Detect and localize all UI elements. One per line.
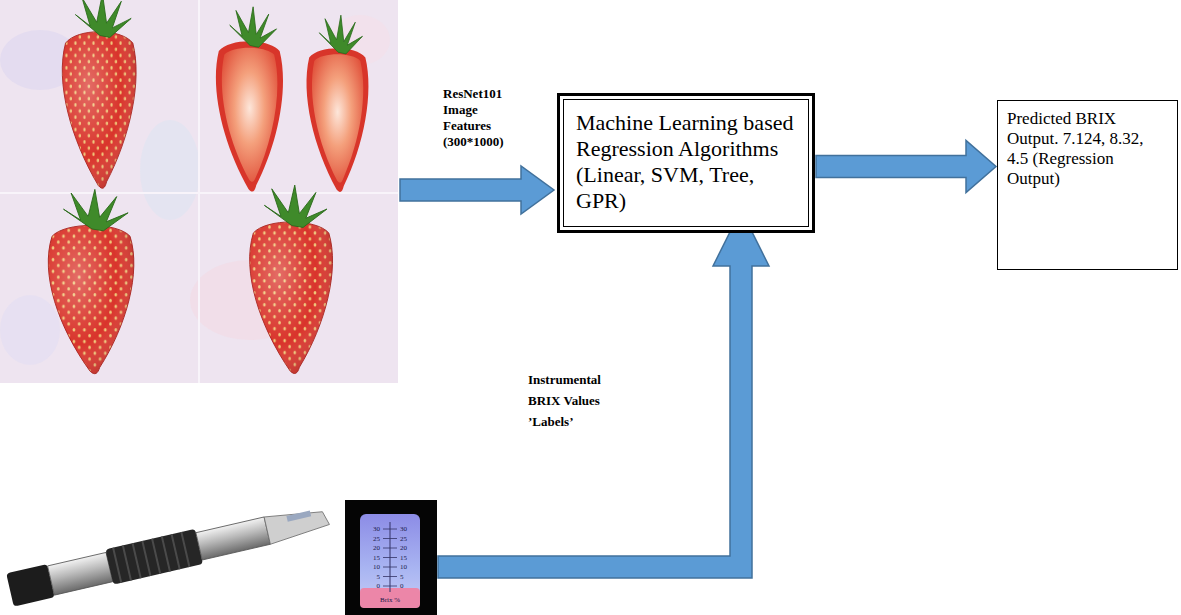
brix-scale-photo — [383, 548, 397, 549]
scale-number: 15 — [363, 554, 380, 562]
strawberry-photos — [250, 185, 333, 373]
arrow-label: Instrumental BRIX Values ’Labels’ — [528, 369, 628, 432]
label-arrow — [438, 210, 769, 578]
refractometer-photo — [105, 529, 203, 585]
strawberry-photos — [216, 7, 283, 192]
scale-number: 5 — [400, 573, 417, 581]
scale-number: 10 — [400, 563, 417, 571]
brix-scale-photo — [345, 500, 437, 615]
brix-scale-photo — [383, 576, 397, 577]
refractometer-photo — [6, 564, 55, 607]
strawberry-photos — [0, 295, 60, 365]
refractometer-photo — [6, 499, 332, 607]
node-text: Machine Learning based Regression Algori… — [576, 110, 798, 214]
scale-number: 20 — [363, 544, 380, 552]
scale-number: 0 — [400, 582, 417, 590]
strawberry-photos — [198, 0, 200, 383]
brix-scale-photo — [383, 557, 397, 558]
arrow-label: ResNet101 Image Features (300*1000) — [443, 86, 523, 150]
brix-scale-photo — [383, 538, 397, 539]
strawberry-photos — [307, 15, 369, 192]
scale-number: 25 — [400, 535, 417, 543]
strawberry-photos — [0, 0, 398, 383]
brix-scale-photo — [383, 529, 397, 530]
brix-scale-photo — [360, 514, 420, 608]
refractometer-photo — [196, 517, 271, 560]
output-box: Predicted BRIX Output. 7.124, 8.32, 4.5 … — [997, 100, 1178, 270]
scale-unit: Brix % — [368, 596, 412, 604]
node-text: Predicted BRIX Output. 7.124, 8.32, 4.5 … — [1007, 109, 1167, 189]
brix-scale-photo — [345, 500, 437, 615]
scale-number: 0 — [363, 582, 380, 590]
process-box: Machine Learning based Regression Algori… — [557, 93, 815, 233]
scale-number: 5 — [363, 573, 380, 581]
strawberry-photos — [0, 192, 398, 194]
scale-number: 25 — [363, 535, 380, 543]
feature-arrow — [400, 166, 554, 214]
scale-number: 15 — [400, 554, 417, 562]
brix-scale-photo — [383, 529, 397, 586]
brix-scale-photo — [383, 586, 397, 587]
scale-number: 30 — [363, 525, 380, 533]
brix-scale-photo — [390, 522, 391, 592]
refractometer-photo — [48, 552, 113, 595]
refractometer-photo — [113, 532, 189, 583]
scale-number: 20 — [400, 544, 417, 552]
strawberry-photos — [48, 189, 134, 373]
refractometer-photo — [286, 511, 311, 522]
refractometer-photo — [264, 503, 331, 544]
strawberry-photos — [140, 120, 200, 220]
scale-number: 10 — [363, 563, 380, 571]
scale-number: 30 — [400, 525, 417, 533]
strawberry-photos — [62, 0, 136, 188]
block-arrow — [816, 141, 996, 193]
brix-scale-photo — [383, 567, 397, 568]
strawberry-photos — [0, 0, 398, 383]
